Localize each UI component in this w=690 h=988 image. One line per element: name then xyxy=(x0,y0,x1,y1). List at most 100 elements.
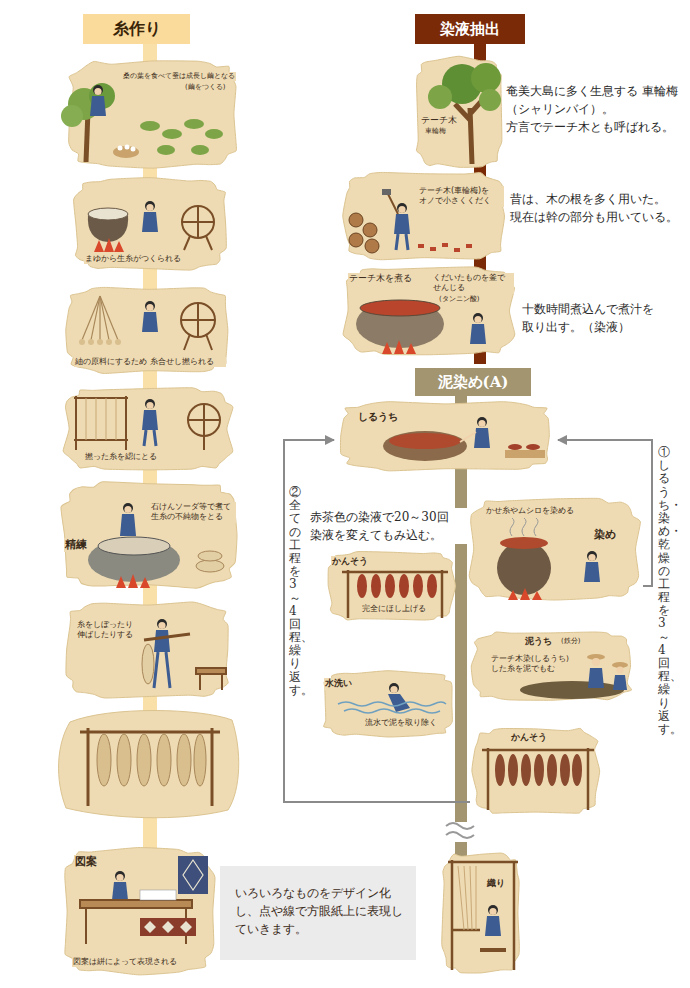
caption-text: 流水で泥を取り除く xyxy=(364,718,438,728)
mud-field xyxy=(520,681,624,699)
caption-text: かんそう xyxy=(331,556,369,568)
skein-frame xyxy=(74,397,128,399)
thread-line xyxy=(96,398,97,440)
hanging-skein xyxy=(385,574,395,598)
person-figure xyxy=(123,503,133,513)
caption-text: かんそう xyxy=(510,732,548,744)
hanging-skein xyxy=(117,734,131,786)
spinning-wheel xyxy=(181,303,215,337)
techi-tree xyxy=(471,63,501,93)
hanging-skein xyxy=(137,734,151,786)
spine-bar xyxy=(455,842,467,856)
loom xyxy=(451,860,454,970)
hanging-skein xyxy=(495,754,505,786)
person-figure xyxy=(397,203,407,213)
section-header: 染液抽出 xyxy=(415,14,525,44)
person-figure xyxy=(157,619,167,629)
paper-blob xyxy=(59,711,239,818)
header-text: 糸作り xyxy=(113,19,161,38)
dye-pot xyxy=(500,537,548,549)
header-text: 染液抽出 xyxy=(440,20,500,38)
section-header: 泥染め(A) xyxy=(415,368,531,396)
drying-rack xyxy=(80,728,220,806)
mud-field xyxy=(520,681,624,699)
note-text: 奄美大島に多く生息する 車輪梅（シャリンバイ）。 方言でテーチ木とも呼ばれる。 xyxy=(506,82,686,136)
repeat-arrow xyxy=(284,440,470,802)
break-symbol xyxy=(446,832,474,838)
mulberry-leaf xyxy=(162,129,182,139)
thread-fan xyxy=(99,296,100,340)
process-blob: テーチ木を煮るくだいたものを釜で せんじる(タンニン酸) xyxy=(340,265,519,357)
person-figure xyxy=(142,410,158,430)
person-figure xyxy=(90,96,106,116)
drying-rack xyxy=(587,748,590,810)
kasuri-pattern xyxy=(183,860,203,890)
mulberry-leaf xyxy=(184,119,204,129)
kasuri-pattern xyxy=(178,856,208,894)
repeat-note: ①しるうち・染め・乾燥の工程を3～4回程、繰り返す。 xyxy=(658,446,670,736)
process-blob: 織り xyxy=(440,850,522,976)
caption-text: 撚った糸を綛にとる xyxy=(84,452,158,462)
process-blob: 図案図案は絣によって表現される xyxy=(60,845,218,977)
cauldron xyxy=(360,300,440,316)
wringing-stick xyxy=(142,644,154,684)
bobbin xyxy=(88,339,94,345)
paper-blob xyxy=(74,178,227,270)
caption-text: テーチ木(車輪梅)を オノで小さくくだく xyxy=(418,186,504,207)
hanging-skein xyxy=(560,754,570,786)
bobbin xyxy=(115,339,121,345)
caption-text: テーチ木染(しるうち) した糸を泥でもむ xyxy=(490,654,578,674)
paper-blob xyxy=(416,56,501,167)
person-figure xyxy=(154,630,170,652)
fire xyxy=(382,340,416,354)
person-figure xyxy=(477,417,487,427)
hanging-skein xyxy=(508,754,518,786)
drying-rack xyxy=(342,571,448,574)
caption-text: (繭をつくる) xyxy=(184,83,226,92)
person-figure xyxy=(584,562,600,582)
drying-rack xyxy=(80,731,220,734)
skein-frame xyxy=(125,396,127,450)
hanging-skein xyxy=(97,734,111,786)
process-blob: かせ糸やムシロを染める染め xyxy=(465,496,643,602)
reeling-frame xyxy=(197,206,199,238)
process-blob: 紬の原料にするため 糸合せし撚られる xyxy=(62,285,234,375)
paper-blob xyxy=(442,853,520,973)
paper-blob xyxy=(61,482,237,588)
wood-chip xyxy=(466,244,472,248)
process-blob: しるうち xyxy=(335,400,557,472)
break-symbol xyxy=(446,823,474,838)
caption-text: テーチ木を煮る xyxy=(348,273,413,285)
bobbin xyxy=(97,339,103,345)
process-blob: 精練石けんソーダ等で煮て 生糸の不純物をとる xyxy=(58,480,241,590)
fire xyxy=(394,340,404,354)
person-figure xyxy=(474,316,481,323)
caption-text: 完全にほし上げる xyxy=(361,604,427,614)
paper-blob xyxy=(440,850,522,976)
header-text: 泥染め(A) xyxy=(438,373,509,391)
process-blob: まゆから生糸がつくられる xyxy=(70,176,230,272)
repeat-note: ②全ての工程を3～4回程、繰り返す。 xyxy=(289,486,301,697)
bobbin xyxy=(106,339,112,345)
loom xyxy=(513,862,516,970)
paper-blob xyxy=(63,388,233,470)
graph-paper xyxy=(140,890,176,900)
dye-pot xyxy=(497,541,551,595)
process-blob: かんそう完全にほし上げる xyxy=(325,550,457,622)
cocoon-basket xyxy=(131,147,136,152)
caption-text: 水洗い xyxy=(324,678,353,690)
skein-frame xyxy=(75,396,77,450)
cauldron xyxy=(356,300,444,348)
techi-tree xyxy=(428,85,452,109)
cocoon-basket xyxy=(125,145,130,150)
person-figure xyxy=(389,683,399,693)
thread-line xyxy=(86,398,87,440)
person-figure xyxy=(146,402,153,409)
hanging-skein xyxy=(399,574,409,598)
paper-blob xyxy=(65,848,215,975)
person-figure xyxy=(90,85,106,116)
hanging-skein xyxy=(521,754,531,786)
caption-text: しるうち xyxy=(357,410,399,423)
